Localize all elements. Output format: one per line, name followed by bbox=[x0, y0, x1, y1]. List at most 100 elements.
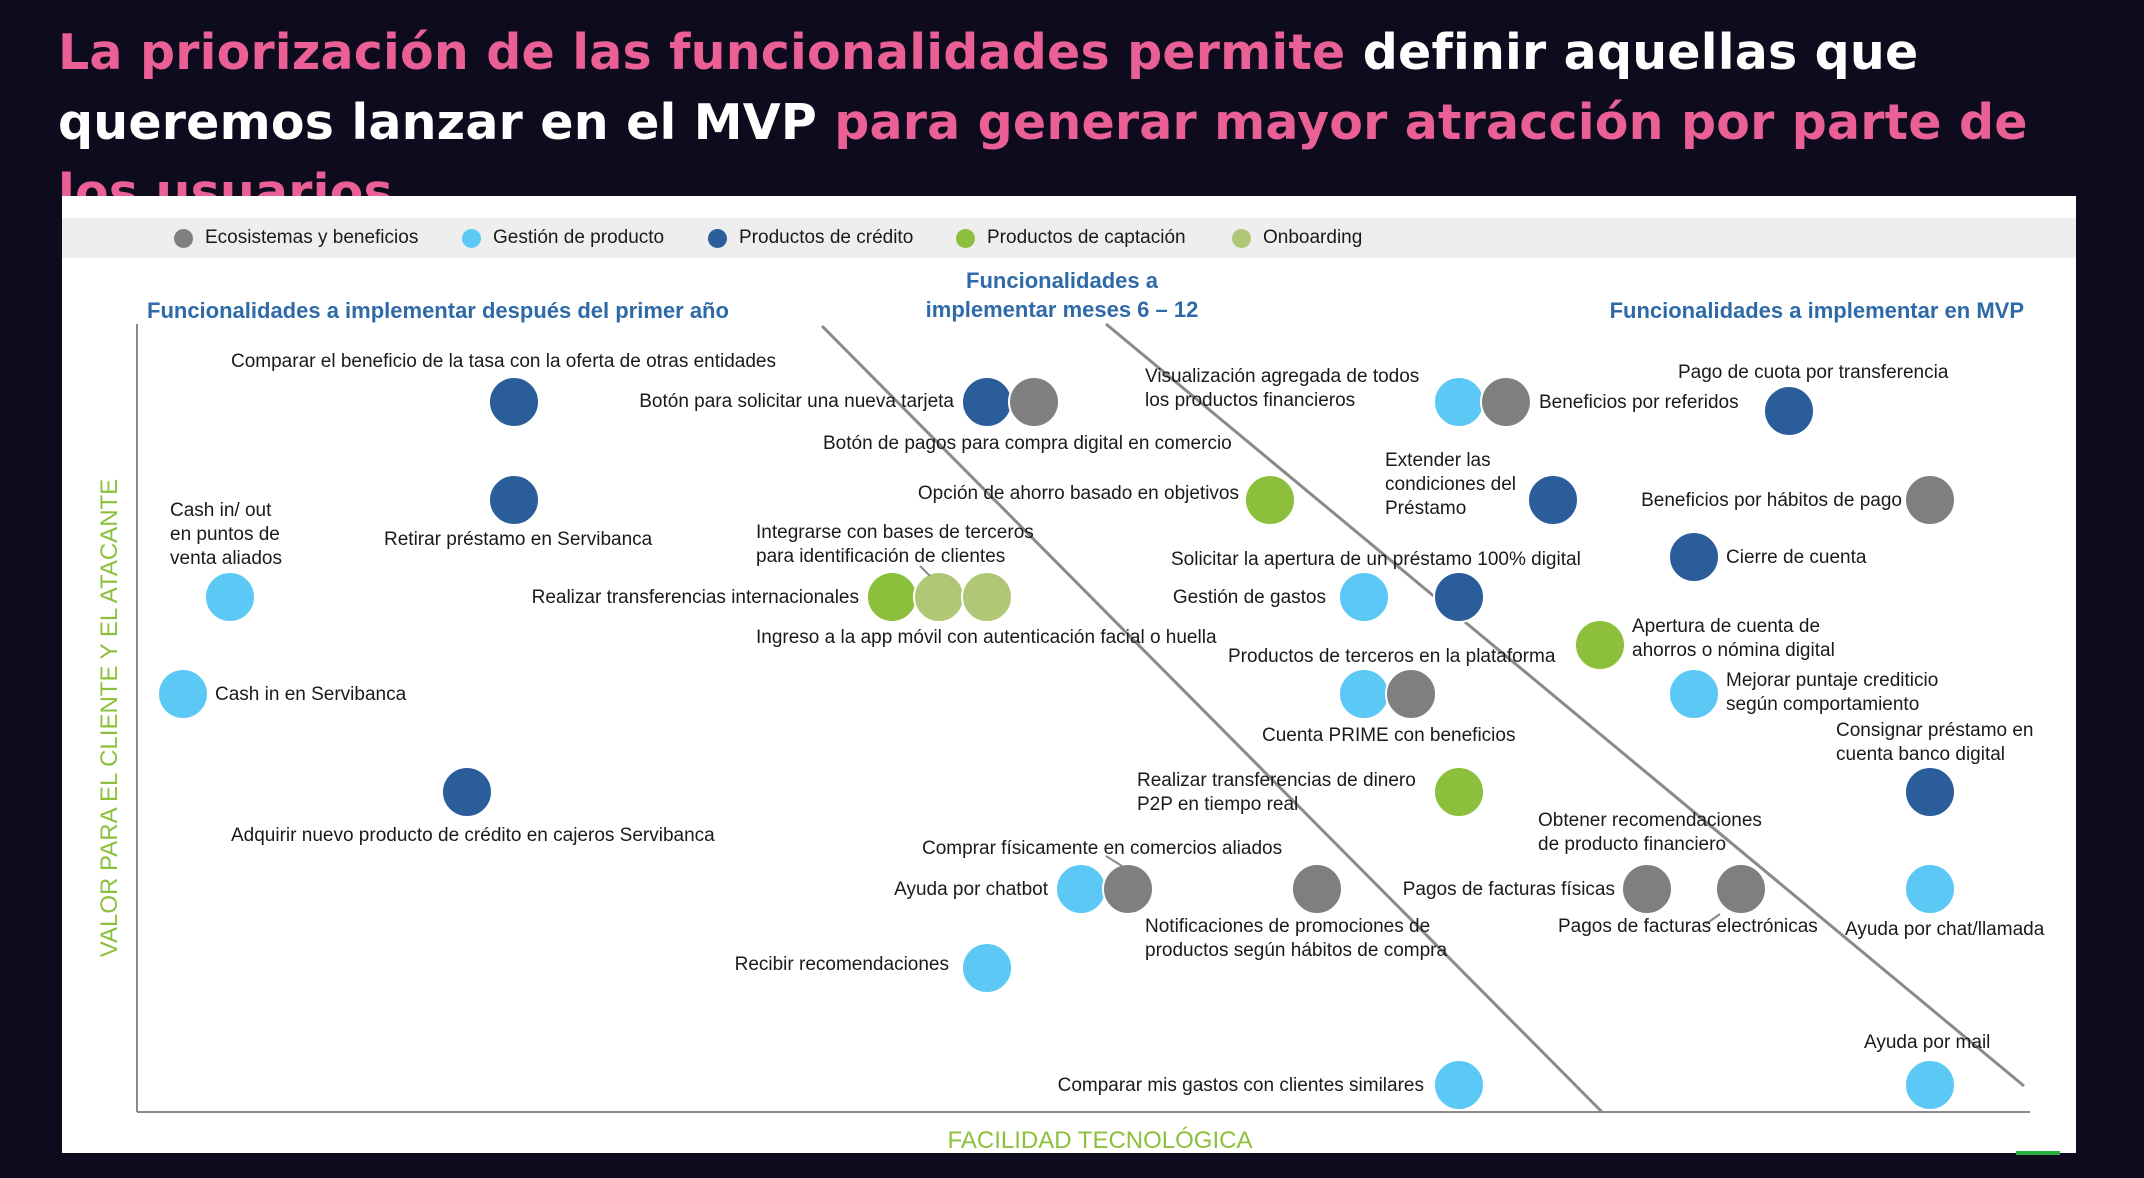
bubble-credito[interactable] bbox=[441, 766, 493, 818]
item-label: en puntos de bbox=[170, 524, 280, 545]
bubble-ecosistemas[interactable] bbox=[1480, 376, 1532, 428]
item-label: Ayuda por chat/llamada bbox=[1845, 919, 2045, 940]
legend-dot-icon bbox=[462, 228, 481, 248]
bubble-gestion[interactable] bbox=[204, 571, 256, 623]
item-label: Ayuda por chatbot bbox=[894, 879, 1049, 900]
legend-dot-icon bbox=[708, 228, 727, 248]
legend-label: Onboarding bbox=[1263, 227, 1363, 248]
item-label: Pago de cuota por transferencia bbox=[1678, 362, 1949, 383]
bubble-captacion[interactable] bbox=[1574, 619, 1626, 671]
legend-dot-icon bbox=[1232, 228, 1251, 248]
bubble-ecosistemas[interactable] bbox=[1291, 863, 1343, 915]
item-label: Solicitar la apertura de un préstamo 100… bbox=[1171, 549, 1581, 570]
legend-item-ecosistemas: Ecosistemas y beneficios bbox=[174, 218, 418, 258]
item-label: Retirar préstamo en Servibanca bbox=[384, 529, 653, 550]
divider-line-2 bbox=[1105, 322, 2025, 1088]
section-title-middle-line2: implementar meses 6 – 12 bbox=[926, 297, 1199, 322]
item-label: Cierre de cuenta bbox=[1726, 547, 1867, 568]
headline-part-2: definir aquellas que queremos lanzar en … bbox=[58, 24, 1919, 151]
item-label: Botón para solicitar una nueva tarjeta bbox=[639, 391, 954, 412]
legend-label: Ecosistemas y beneficios bbox=[205, 227, 419, 248]
leader-line bbox=[1105, 855, 1123, 867]
bubble-gestion[interactable] bbox=[157, 668, 209, 720]
item-label: Pagos de facturas electrónicas bbox=[1558, 916, 1818, 937]
item-label: Integrarse con bases de terceros bbox=[756, 522, 1034, 543]
legend: Ecosistemas y beneficios Gestión de prod… bbox=[62, 218, 2076, 258]
bubble-onboarding[interactable] bbox=[961, 571, 1013, 623]
item-label: de producto financiero bbox=[1538, 834, 1726, 855]
item-label: Beneficios por hábitos de pago bbox=[1641, 490, 1902, 511]
bubble-gestion[interactable] bbox=[1338, 571, 1390, 623]
bubbles bbox=[157, 376, 1956, 1111]
item-label: Extender las bbox=[1385, 450, 1491, 471]
item-label: Botón de pagos para compra digital en co… bbox=[823, 433, 1232, 454]
item-label: Opción de ahorro basado en objetivos bbox=[918, 483, 1239, 504]
bubble-credito[interactable] bbox=[1763, 385, 1815, 437]
item-label: Productos de terceros en la plataforma bbox=[1228, 646, 1556, 667]
item-label: Notificaciones de promociones de bbox=[1145, 916, 1430, 937]
legend-dot-icon bbox=[956, 228, 975, 248]
item-label: productos según hábitos de compra bbox=[1145, 940, 1448, 961]
item-label: Visualización agregada de todos bbox=[1145, 366, 1419, 387]
prioritization-matrix: Funcionalidades a implementar después de… bbox=[96, 268, 2045, 1153]
item-label: Pagos de facturas físicas bbox=[1403, 879, 1615, 900]
legend-label: Productos de crédito bbox=[739, 227, 914, 248]
bubble-gestion[interactable] bbox=[1904, 1059, 1956, 1111]
item-label: Beneficios por referidos bbox=[1539, 392, 1739, 413]
item-label: Comparar el beneficio de la tasa con la … bbox=[231, 351, 776, 372]
item-label: Gestión de gastos bbox=[1173, 587, 1326, 608]
legend-item-captacion: Productos de captación bbox=[956, 218, 1186, 258]
item-label: ahorros o nómina digital bbox=[1632, 640, 1835, 661]
legend-dot-icon bbox=[174, 228, 193, 248]
divider-line-1 bbox=[820, 324, 1604, 1114]
item-label: Ayuda por mail bbox=[1864, 1032, 1990, 1053]
section-title-left: Funcionalidades a implementar después de… bbox=[147, 298, 729, 323]
bubble-onboarding[interactable] bbox=[913, 571, 965, 623]
bubble-credito[interactable] bbox=[488, 474, 540, 526]
item-label: según comportamiento bbox=[1726, 694, 1919, 715]
bubble-ecosistemas[interactable] bbox=[1621, 863, 1673, 915]
legend-item-credito: Productos de crédito bbox=[708, 218, 913, 258]
bubble-ecosistemas[interactable] bbox=[1904, 474, 1956, 526]
item-label: Apertura de cuenta de bbox=[1632, 616, 1820, 637]
bubble-captacion[interactable] bbox=[1433, 766, 1485, 818]
item-label: Préstamo bbox=[1385, 498, 1466, 519]
bubble-ecosistemas[interactable] bbox=[1715, 863, 1767, 915]
headline-part-1: La priorización de las funcionalidades p… bbox=[58, 24, 1363, 81]
bubble-gestion[interactable] bbox=[1433, 376, 1485, 428]
item-label: Recibir recomendaciones bbox=[735, 954, 949, 975]
bubble-credito[interactable] bbox=[488, 376, 540, 428]
item-label: Obtener recomendaciones bbox=[1538, 810, 1762, 831]
item-label: condiciones del bbox=[1385, 474, 1516, 495]
bubble-gestion[interactable] bbox=[1338, 668, 1390, 720]
bubble-credito[interactable] bbox=[961, 376, 1013, 428]
section-title-middle-line1: Funcionalidades a bbox=[966, 268, 1159, 293]
bubble-credito[interactable] bbox=[1527, 474, 1579, 526]
bubble-credito[interactable] bbox=[1668, 531, 1720, 583]
bubble-credito[interactable] bbox=[1433, 571, 1485, 623]
bubble-ecosistemas[interactable] bbox=[1385, 668, 1437, 720]
accent-strip bbox=[2016, 1151, 2060, 1155]
item-label: Comparar mis gastos con clientes similar… bbox=[1058, 1075, 1424, 1096]
legend-label: Productos de captación bbox=[987, 227, 1186, 248]
item-label: Comprar físicamente en comercios aliados bbox=[922, 838, 1282, 859]
bubble-gestion[interactable] bbox=[1433, 1059, 1485, 1111]
bubble-gestion[interactable] bbox=[1055, 863, 1107, 915]
bubble-ecosistemas[interactable] bbox=[1102, 863, 1154, 915]
leader-line bbox=[919, 565, 931, 577]
legend-item-gestion: Gestión de producto bbox=[462, 218, 664, 258]
prioritization-panel: Ecosistemas y beneficios Gestión de prod… bbox=[62, 196, 2076, 1153]
bubble-captacion[interactable] bbox=[1244, 474, 1296, 526]
leader-line bbox=[1705, 913, 1721, 925]
bubble-credito[interactable] bbox=[1904, 766, 1956, 818]
legend-item-onboarding: Onboarding bbox=[1232, 218, 1362, 258]
bubble-gestion[interactable] bbox=[1668, 668, 1720, 720]
bubble-captacion[interactable] bbox=[866, 571, 918, 623]
item-label: Realizar transferencias de dinero bbox=[1137, 770, 1416, 791]
bubble-gestion[interactable] bbox=[961, 942, 1013, 994]
bubble-ecosistemas[interactable] bbox=[1008, 376, 1060, 428]
item-label: Realizar transferencias internacionales bbox=[532, 587, 859, 608]
item-label: Consignar préstamo en bbox=[1836, 720, 2034, 741]
item-label: cuenta banco digital bbox=[1836, 744, 2005, 765]
bubble-gestion[interactable] bbox=[1904, 863, 1956, 915]
